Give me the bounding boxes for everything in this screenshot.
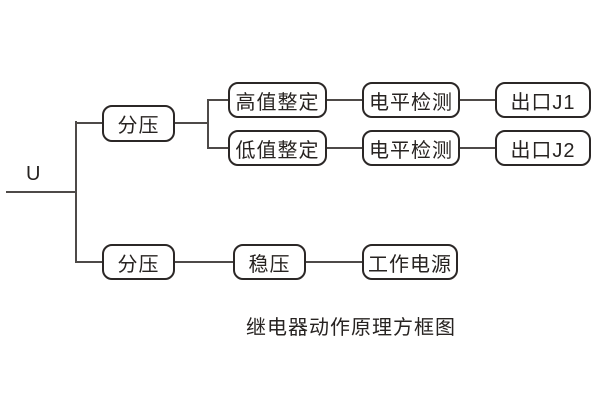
connector-line-bus-vertical xyxy=(75,121,77,263)
connector-line-dianping2-to-chukouj2 xyxy=(460,147,495,149)
diagram-caption: 继电器动作原理方框图 xyxy=(246,317,456,339)
connector-line-u-input xyxy=(6,191,77,193)
input-voltage-label: U xyxy=(26,163,41,185)
connector-line-fenya-bottom-to-wenya xyxy=(175,261,233,263)
connector-line-fenya-top-to-branch xyxy=(175,122,209,124)
node-chukou-j2: 出口J2 xyxy=(495,130,591,166)
connector-line-dizhi-to-dianping2 xyxy=(327,147,362,149)
node-gongzuo-dianyuan: 工作电源 xyxy=(362,244,458,280)
node-chukou-j1: 出口J1 xyxy=(495,82,591,118)
connector-line-wenya-to-gongzuo xyxy=(306,261,362,263)
connector-line-branch-vertical xyxy=(207,99,209,149)
connector-line-bus-to-fenya-top xyxy=(75,122,102,124)
connector-line-dianping1-to-chukouj1 xyxy=(460,99,495,101)
connector-line-branch-to-dizhi xyxy=(207,147,228,149)
node-wenya: 稳压 xyxy=(233,244,306,280)
node-dizhi-zhengding: 低值整定 xyxy=(228,130,327,166)
node-gaozhi-zhengding: 高值整定 xyxy=(228,82,327,118)
node-fenya-bottom: 分压 xyxy=(102,244,175,280)
connector-line-branch-to-gaozhi xyxy=(207,99,228,101)
node-dianping-jiance-2: 电平检测 xyxy=(362,130,460,166)
connector-line-gaozhi-to-dianping1 xyxy=(327,99,362,101)
connector-line-bus-to-fenya-bottom xyxy=(75,261,102,263)
node-fenya-top: 分压 xyxy=(102,105,175,142)
node-dianping-jiance-1: 电平检测 xyxy=(362,82,460,118)
